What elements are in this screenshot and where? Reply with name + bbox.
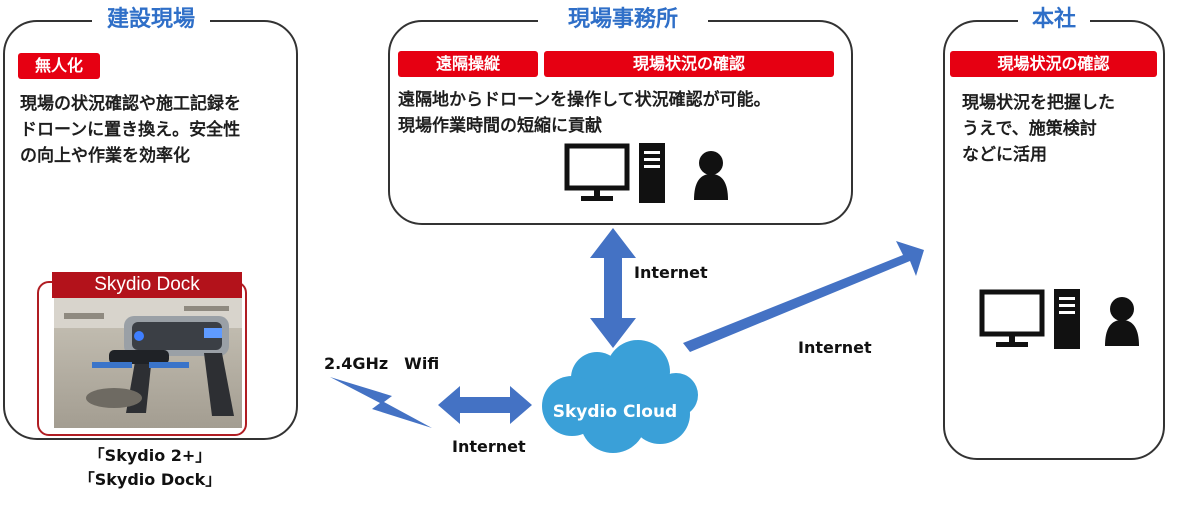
cloud-label: Skydio Cloud: [552, 402, 678, 422]
horizontal-double-arrow: [438, 386, 532, 424]
office-description-line: 遠隔地からドローンを操作して状況確認が可能。: [398, 90, 771, 110]
skydio-cloud-shape: [542, 340, 698, 453]
computer-icon: [979, 289, 1080, 349]
site-tag: 無人化: [18, 53, 100, 79]
internet-label-horizontal: Internet: [452, 437, 526, 456]
diagonal-arrow: [683, 241, 924, 352]
dock-label: Skydio Dock: [52, 272, 242, 298]
site-description: 現場の状況確認や施工記録を ドローンに置き換え。安全性 の向上や作業を効率化: [20, 91, 295, 169]
wifi-lightning: [330, 377, 432, 428]
site-description-line: 現場の状況確認や施工記録を: [20, 94, 241, 114]
site-captions: 「Skydio 2+」 「Skydio Dock」: [20, 444, 280, 492]
hq-description: 現場状況を把握した うえで、施策検討 などに活用: [962, 90, 1157, 168]
office-description-line: 現場作業時間の短縮に貢献: [398, 116, 602, 136]
office-heading: 現場事務所: [538, 5, 708, 35]
office-tag-remote: 遠隔操縦: [398, 51, 538, 77]
person-icon: [694, 151, 728, 200]
computer-icon: [564, 143, 665, 203]
internet-label-diagonal: Internet: [798, 338, 872, 357]
hq-description-line: 現場状況を把握した: [962, 93, 1115, 113]
hq-description-line: うえで、施策検討: [962, 119, 1097, 139]
dock-photo: [54, 298, 242, 428]
hq-heading: 本社: [1018, 5, 1090, 35]
site-heading: 建設現場: [92, 5, 210, 35]
site-description-line: ドローンに置き換え。安全性: [20, 120, 241, 140]
caption-skydio2: 「Skydio 2+」: [88, 446, 212, 465]
vertical-double-arrow: [590, 228, 636, 348]
wifi-label: 2.4GHz Wifi: [324, 354, 440, 373]
hq-tag: 現場状況の確認: [950, 51, 1157, 77]
hq-description-line: などに活用: [962, 145, 1047, 165]
caption-skydio-dock: 「Skydio Dock」: [78, 470, 222, 489]
site-description-line: の向上や作業を効率化: [20, 146, 190, 166]
person-icon: [1105, 297, 1139, 346]
internet-label-vertical: Internet: [634, 263, 708, 282]
office-tag-status: 現場状況の確認: [544, 51, 834, 77]
office-description: 遠隔地からドローンを操作して状況確認が可能。 現場作業時間の短縮に貢献: [398, 87, 848, 139]
